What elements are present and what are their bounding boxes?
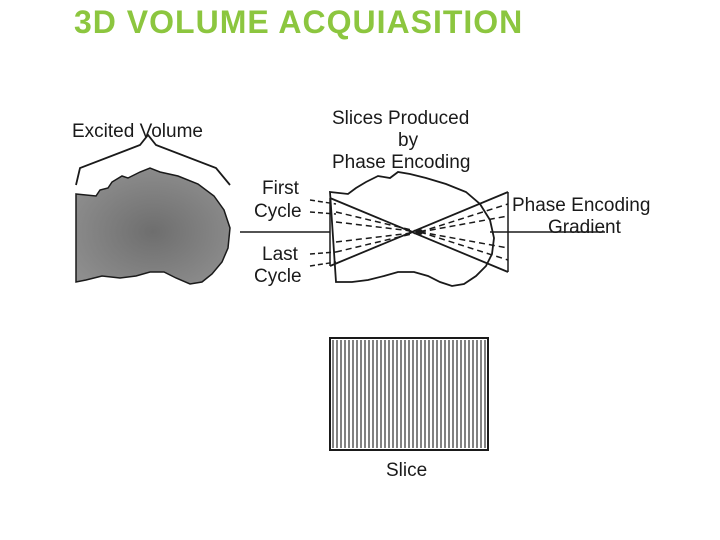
slice-line — [335, 231, 421, 243]
last-cycle-tick-1 — [309, 251, 337, 255]
slice-line — [419, 231, 509, 261]
phase-encoding-slice-lines — [335, 203, 509, 261]
last-cycle-label-line2: Cycle — [254, 266, 302, 287]
gradient-boundary-1 — [329, 197, 509, 273]
excited-volume-head — [75, 167, 231, 285]
slice-line — [419, 231, 509, 249]
last-cycle-label-line1: Last — [262, 244, 299, 265]
excited-volume-label: Excited Volume — [72, 121, 203, 142]
first-cycle-tick-2 — [309, 211, 337, 215]
isocenter-point — [417, 229, 423, 235]
slices-produced-label-line3: Phase Encoding — [332, 152, 470, 173]
slice-line — [335, 221, 421, 233]
excited-volume-brace — [75, 133, 231, 186]
gradient-boundary-2 — [329, 191, 509, 267]
slice-label: Slice — [386, 460, 427, 481]
phase-encoding-gradient-label-line1: Phase Encoding — [512, 195, 650, 216]
slices-produced-label-line1: Slices Produced — [332, 108, 469, 129]
slices-produced-label-line2: by — [398, 130, 419, 151]
phase-encoding-gradient-label-line2: Gradient — [548, 217, 622, 238]
slice-line — [335, 211, 421, 233]
first-cycle-label-line1: First — [262, 178, 300, 199]
slice-line — [335, 231, 421, 253]
first-cycle-label-line2: Cycle — [254, 201, 302, 222]
slice-stripes — [332, 340, 486, 448]
last-cycle-tick-2 — [309, 261, 337, 267]
slice-line — [419, 203, 509, 233]
slice-line — [419, 215, 509, 233]
slide-title: 3D VOLUME ACQUIASITION — [74, 4, 524, 40]
phase-encoded-head-outline — [329, 171, 495, 287]
first-cycle-tick-1 — [309, 199, 337, 205]
